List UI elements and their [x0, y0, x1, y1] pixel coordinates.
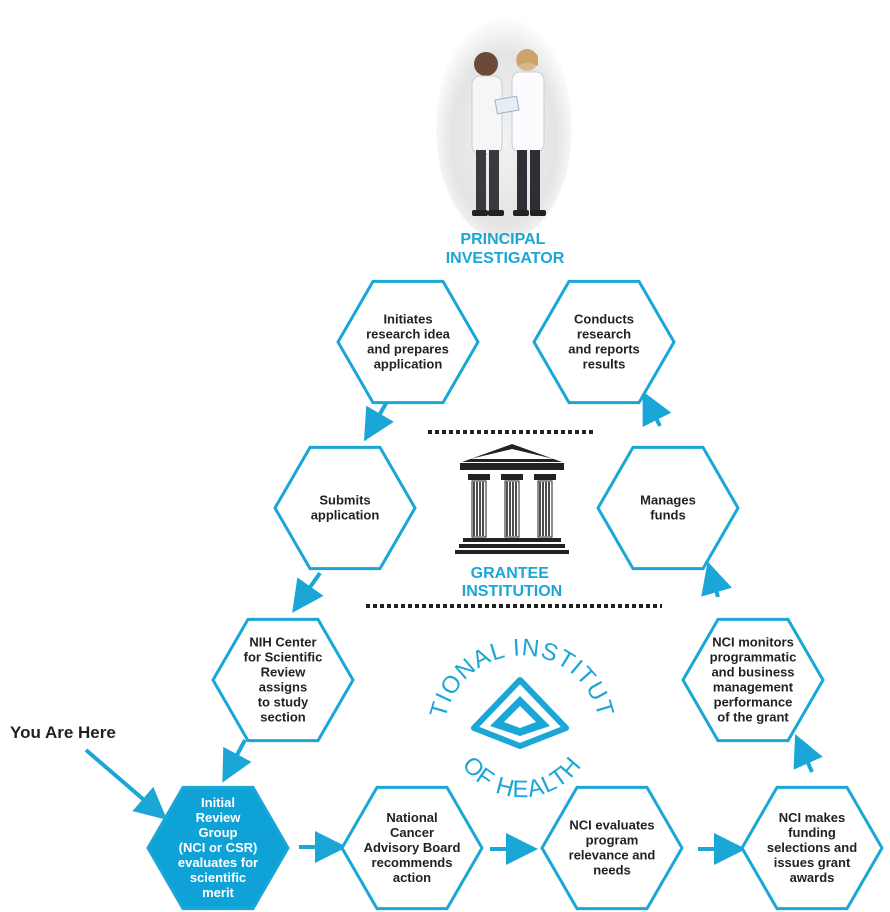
step-conducts-line-3: and reports: [568, 342, 640, 357]
step-nci-funding-hexagon: [740, 785, 884, 911]
step-ncab-line-4: recommends: [372, 855, 453, 870]
step-nci-evaluates-line-3: relevance and: [569, 848, 656, 863]
step-initiates-line-4: application: [374, 357, 443, 372]
gi-label-line-2: INSTITUTION: [462, 583, 562, 600]
step-ncab-line-1: National: [386, 810, 437, 825]
step-submits-line-2: application: [311, 508, 380, 523]
step-csr-line-3: Review: [261, 665, 307, 680]
step-irg-line-6: scientific: [190, 870, 246, 885]
you-are-here-arrow: [84, 748, 168, 820]
arrow-csr-to-irg: [222, 739, 252, 783]
step-manages-hexagon: [596, 445, 740, 571]
step-nci-evaluates-line-4: needs: [593, 863, 631, 878]
nih-emblem-icon: [471, 677, 569, 749]
step-irg-line-5: evaluates for: [178, 855, 258, 870]
step-nci-monitors-hexagon: [681, 617, 825, 743]
nih-logo-bottom-text: OF HEALTH: [457, 751, 587, 803]
step-nci-funding-line-5: awards: [790, 870, 835, 885]
arrow-manages-to-conducts: [642, 391, 672, 428]
arrow-initiates-to-submits: [363, 398, 394, 442]
step-irg-line-1: Initial: [201, 795, 235, 810]
step-ncab-line-3: Advisory Board: [364, 840, 461, 855]
step-nci-evaluates-hexagon: [540, 785, 684, 911]
pi-label-line-2: INVESTIGATOR: [446, 250, 565, 267]
arrow-funding-to-monitors: [793, 734, 823, 773]
step-conducts-hexagon: [532, 279, 676, 405]
step-irg-line-7: merit: [202, 885, 234, 900]
grantee-institution-label: GRANTEE INSTITUTION: [462, 565, 562, 600]
step-nci-funding-line-2: funding: [788, 825, 836, 840]
doctor-left-figure: [471, 52, 504, 216]
step-csr-line-1: NIH Center: [249, 635, 316, 650]
step-nci-monitors-line-2: programmatic: [710, 650, 797, 665]
step-conducts-line-4: results: [583, 357, 626, 372]
step-nci-monitors-line-3: and business: [711, 665, 794, 680]
step-submits-line-1: Submits: [319, 493, 370, 508]
step-initiates-line-3: and prepares: [367, 342, 449, 357]
step-initiates-line-1: Initiates: [383, 312, 432, 327]
step-irg-line-3: Group: [199, 825, 238, 840]
arrow-monitors-to-manages: [701, 561, 732, 598]
doctor-right-figure: [511, 49, 546, 216]
pi-label-line-1: PRINCIPAL: [460, 231, 545, 248]
step-csr-line-5: to study: [258, 695, 309, 710]
step-conducts-line-1: Conducts: [574, 312, 634, 327]
step-initiates-line-2: research idea: [366, 327, 451, 342]
step-irg-line-4: (NCI or CSR): [179, 840, 258, 855]
flow-arrows: [222, 391, 823, 865]
step-nci-evaluates-line-1: NCI evaluates: [569, 818, 654, 833]
step-nci-evaluates-line-2: program: [586, 833, 639, 848]
step-ncab-line-5: action: [393, 870, 431, 885]
step-irg-hexagon: [146, 785, 290, 911]
step-conducts-line-2: research: [577, 327, 631, 342]
step-nci-funding-line-3: selections and: [767, 840, 857, 855]
step-nci-monitors-line-5: performance: [714, 695, 793, 710]
building-columns-icon: [455, 444, 569, 554]
step-nci-funding-line-4: issues grant: [774, 855, 851, 870]
step-ncab-line-2: Cancer: [390, 825, 434, 840]
step-manages-line-1: Manages: [640, 493, 696, 508]
step-csr-line-2: for Scientific: [244, 650, 323, 665]
step-ncab-hexagon: [340, 785, 484, 911]
step-csr-line-4: assigns: [259, 680, 307, 695]
step-manages-line-2: funds: [650, 508, 685, 523]
step-irg-line-2: Review: [196, 810, 242, 825]
principal-investigator-photo: [436, 16, 572, 240]
step-nci-monitors-line-1: NCI monitors: [712, 635, 794, 650]
step-nci-monitors-line-6: of the grant: [717, 710, 789, 725]
step-nci-monitors-line-4: management: [713, 680, 794, 695]
you-are-here-label: You Are Here: [10, 723, 116, 742]
step-csr-hexagon: [211, 617, 355, 743]
step-initiates-hexagon: [336, 279, 480, 405]
arrow-submits-to-csr: [292, 571, 324, 613]
step-csr-line-6: section: [260, 710, 306, 725]
principal-investigator-label: PRINCIPAL INVESTIGATOR: [446, 231, 565, 267]
step-nci-funding-line-1: NCI makes: [779, 810, 845, 825]
gi-label-line-1: GRANTEE: [471, 565, 550, 582]
step-submits-hexagon: [273, 445, 417, 571]
